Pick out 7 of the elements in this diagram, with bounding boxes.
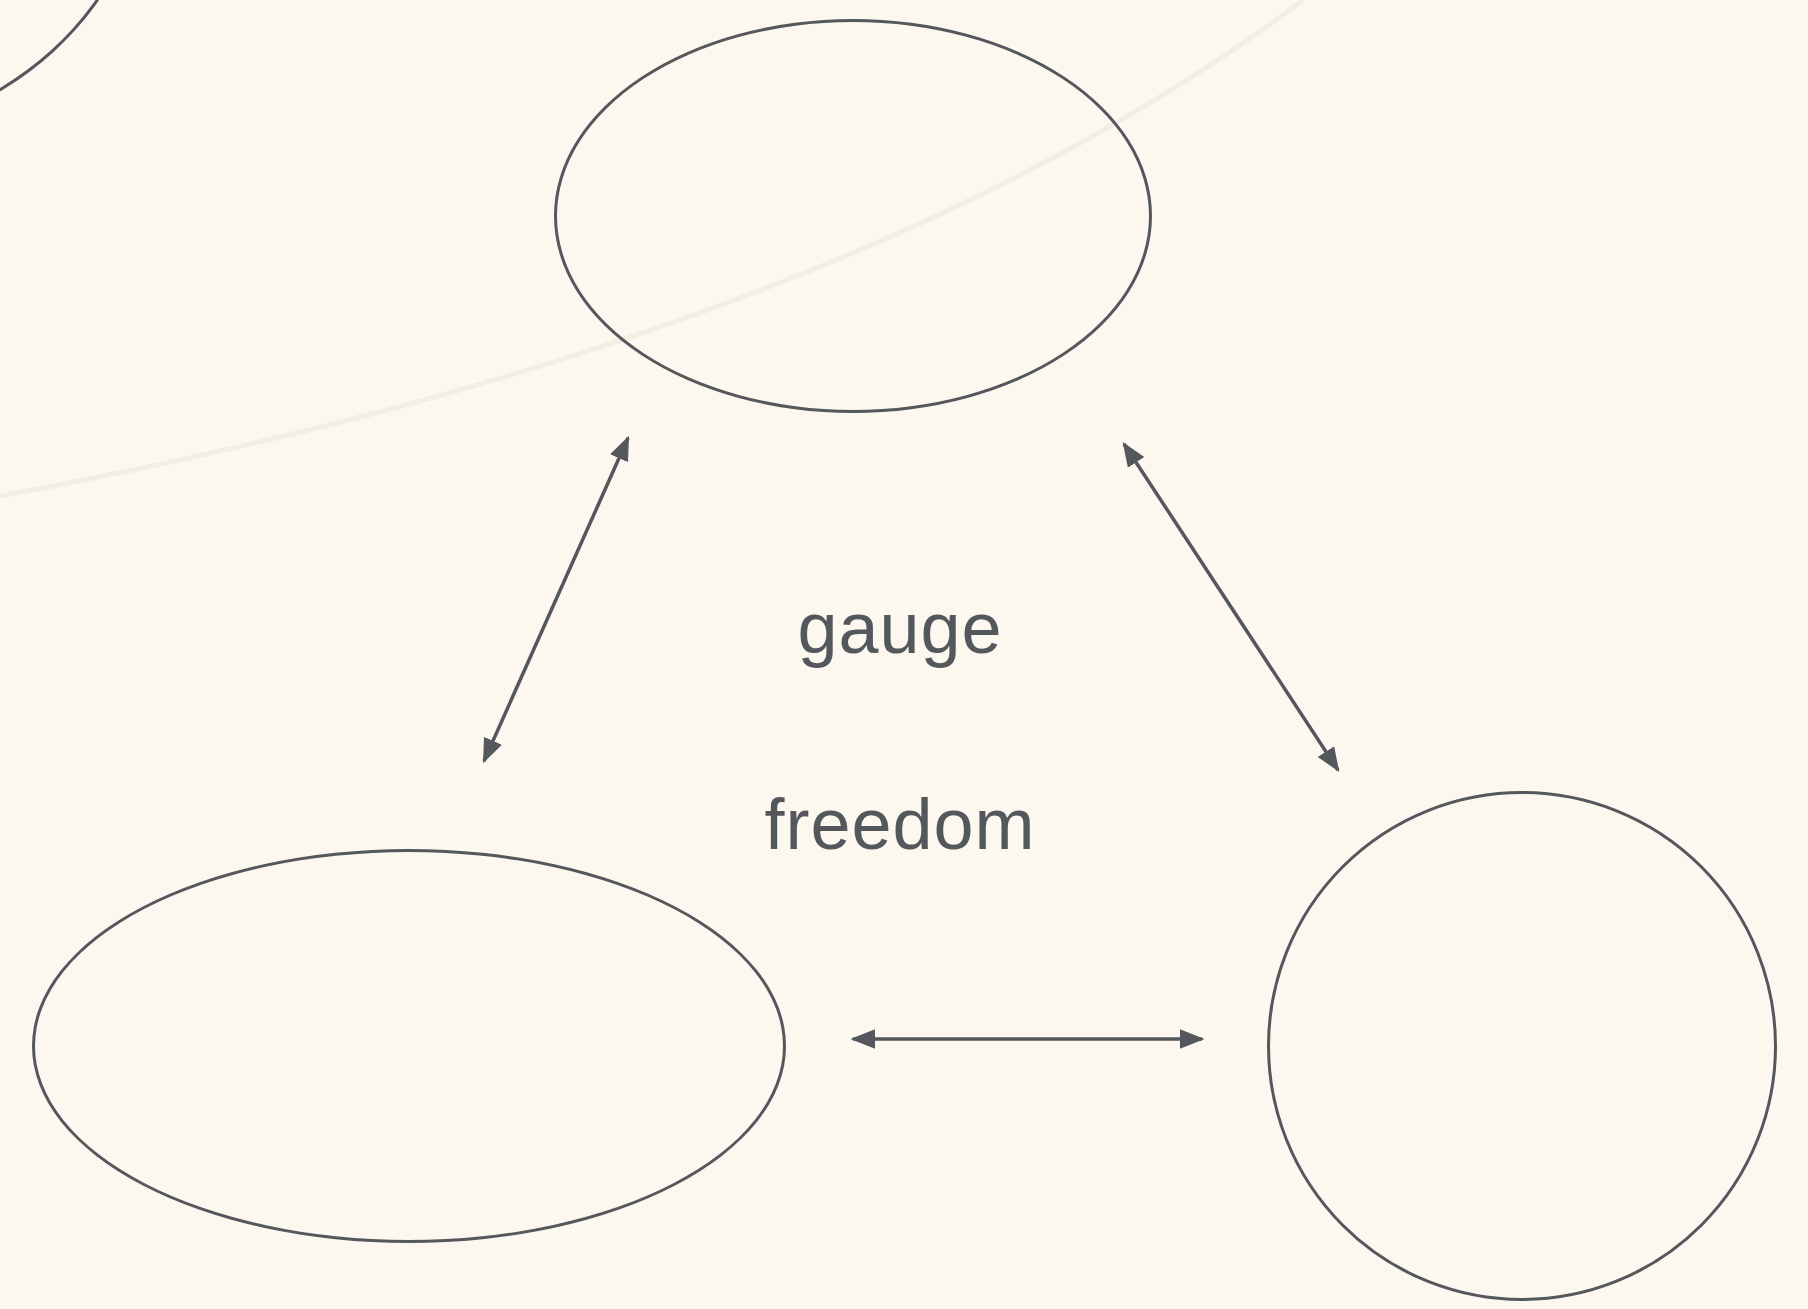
diagram-label: gauge freedom: [763, 587, 1037, 866]
ellipse-shape: [32, 849, 786, 1243]
double-arrow: [850, 1029, 1205, 1049]
double-arrow: [1122, 441, 1340, 773]
double-arrow: [482, 435, 630, 764]
ellipse-shape: [554, 19, 1152, 413]
circle-shape: [1267, 791, 1777, 1301]
